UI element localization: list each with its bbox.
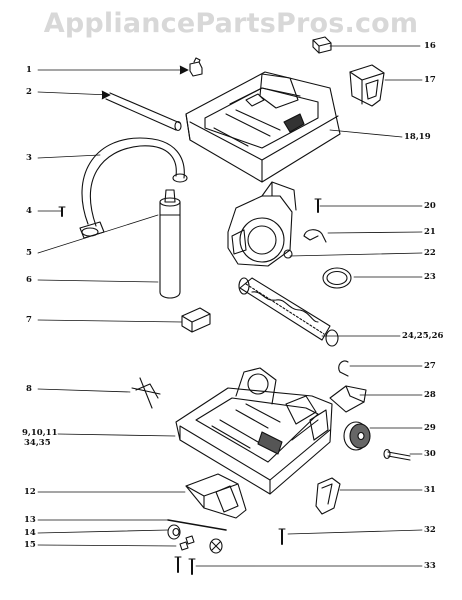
callout-label: 4 — [26, 206, 32, 216]
part-23-belt — [322, 267, 352, 289]
part-9-base — [175, 367, 333, 495]
callout-label: 7 — [26, 315, 32, 325]
part-16-clip — [312, 36, 332, 54]
part-21-clip — [303, 229, 327, 243]
callout-label: 34,35 — [24, 438, 51, 448]
part-17-bag-housing — [349, 64, 385, 107]
part-33-screws — [174, 556, 196, 575]
part-24-brushroll — [238, 277, 339, 347]
callout-label: 3 — [26, 153, 32, 163]
callout-label: 14 — [24, 528, 36, 538]
part-3-hose — [79, 137, 188, 239]
part-2-tube — [105, 92, 182, 132]
part-29-wheel — [343, 421, 371, 451]
callout-label: 6 — [26, 275, 32, 285]
callout-label: 33 — [424, 561, 436, 571]
part-13-rod — [167, 519, 227, 531]
callout-label: 13 — [24, 515, 36, 525]
callout-label: 18,19 — [404, 132, 431, 142]
part-small-wheel-lower — [209, 538, 223, 554]
part-31-latch — [315, 477, 341, 515]
part-27-hook — [338, 360, 349, 377]
part-18-hood — [185, 71, 341, 183]
watermark: AppliancePartsPros.com — [43, 8, 419, 39]
callout-label: 29 — [424, 423, 436, 433]
part-7-bracket — [181, 307, 211, 333]
callout-label: 30 — [424, 449, 436, 459]
part-15-clips — [179, 535, 195, 551]
part-14-wheel — [167, 524, 181, 540]
part-28-pedal — [329, 385, 367, 413]
part-5-6-wand — [159, 189, 181, 299]
callout-label: 1 — [26, 65, 32, 75]
part-4-screw — [58, 206, 66, 217]
callout-label: 8 — [26, 384, 32, 394]
callout-label: 20 — [424, 201, 436, 211]
part-22-motor — [227, 181, 297, 267]
callout-label: 2 — [26, 87, 32, 97]
callout-label: 32 — [424, 525, 436, 535]
callout-label: 27 — [424, 361, 436, 371]
callout-label: 21 — [424, 227, 436, 237]
part-32-screw — [278, 528, 286, 545]
callout-label: 9,10,11 — [22, 428, 58, 438]
part-12-guard — [185, 473, 247, 519]
leader-lines-right — [195, 45, 423, 567]
callout-label: 12 — [24, 487, 36, 497]
callout-label: 5 — [26, 248, 32, 258]
callout-label: 28 — [424, 390, 436, 400]
callout-label: 31 — [424, 485, 436, 495]
part-8-link — [131, 377, 161, 409]
part-20-screw — [314, 198, 322, 213]
leader-lines-left — [37, 65, 189, 547]
part-1-bumper — [189, 57, 203, 77]
callout-label: 24,25,26 — [402, 331, 444, 341]
callout-label: 16 — [424, 41, 436, 51]
callout-label: 15 — [24, 540, 36, 550]
callout-label: 22 — [424, 248, 436, 258]
part-30-axle — [383, 448, 411, 461]
callout-label: 17 — [424, 75, 436, 85]
callout-label: 23 — [424, 272, 436, 282]
